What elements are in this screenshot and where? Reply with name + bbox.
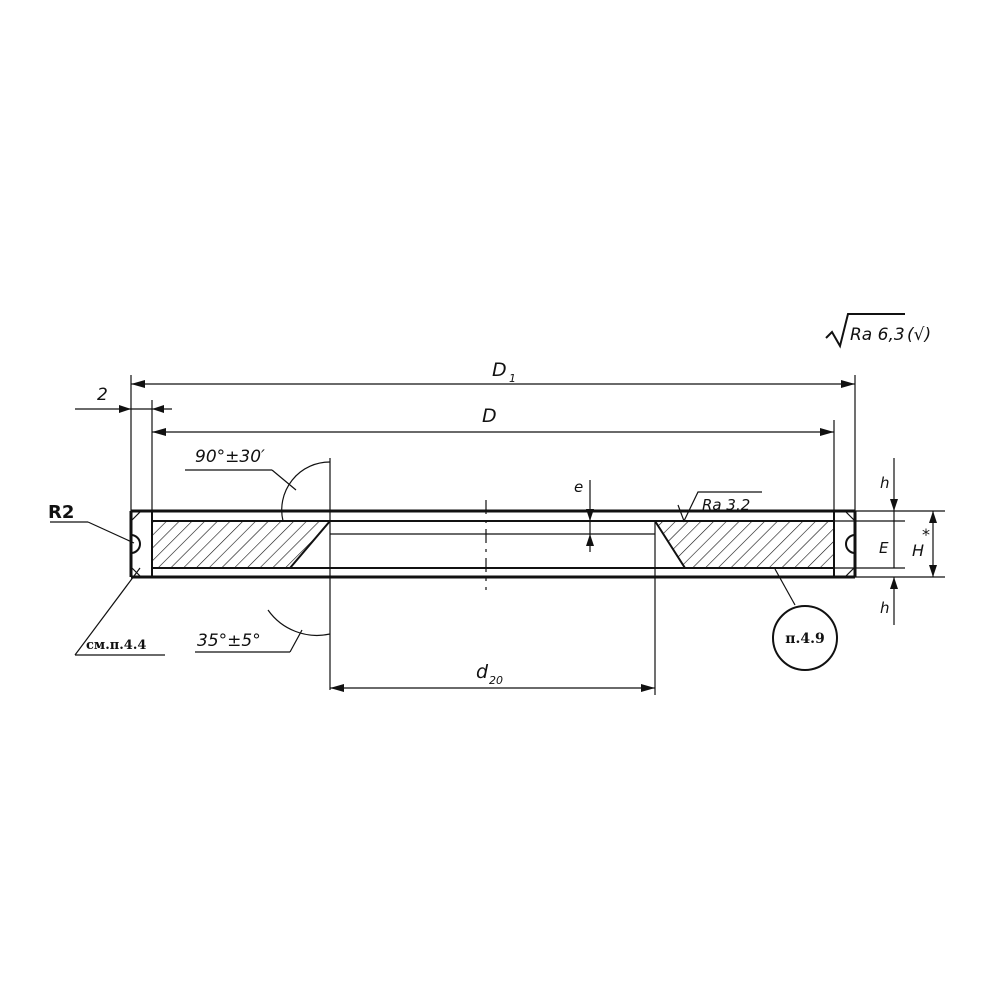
- bore-diameter-dimension: d 20: [330, 521, 656, 695]
- right-hatched-section: [653, 520, 835, 569]
- note-circle-callout: п.4.9: [772, 568, 838, 671]
- radius-label: R2: [48, 502, 74, 523]
- total-height-mark: *: [922, 525, 930, 544]
- right-r2-groove: [845, 534, 856, 554]
- general-roughness-symbol: Ra 6,3 (√): [825, 313, 931, 349]
- upper-angle-callout: 90°±30′: [185, 447, 331, 690]
- bore-diameter-sub: 20: [489, 674, 503, 687]
- bore-diameter-label: d: [476, 661, 489, 683]
- outer-diameter-label: D: [492, 359, 507, 381]
- inner-diameter-dimension: D: [151, 400, 835, 511]
- top-step-height-label: h: [880, 474, 890, 492]
- groove-depth-label: e: [574, 478, 583, 496]
- lower-angle-callout: 35°±5°: [195, 609, 331, 653]
- total-height-label: H: [912, 541, 924, 560]
- face-roughness-symbol: Ra 3,2: [677, 491, 762, 523]
- general-roughness-value: Ra 6,3: [850, 325, 905, 345]
- groove-depth-dimension: e: [574, 478, 594, 552]
- inner-diameter-label: D: [482, 405, 497, 427]
- offset-dimension: 2: [75, 385, 172, 413]
- height-dimensions: h E h H *: [834, 458, 945, 625]
- lower-angle-label: 35°±5°: [197, 631, 261, 651]
- middle-thickness-label: E: [879, 539, 889, 557]
- see-note-label: см.п.4.4: [86, 638, 146, 653]
- offset-label: 2: [97, 385, 108, 405]
- face-roughness-value: Ra 3,2: [702, 496, 750, 514]
- outer-diameter-dimension: D 1: [130, 359, 856, 511]
- left-hatched-section: [151, 520, 333, 569]
- outer-diameter-sub: 1: [509, 372, 516, 385]
- see-note-callout: см.п.4.4: [74, 567, 165, 656]
- note-circle-label: п.4.9: [785, 631, 824, 647]
- bottom-step-height-label: h: [880, 599, 890, 617]
- radius-callout: R2: [48, 502, 135, 544]
- upper-angle-label: 90°±30′: [195, 447, 265, 467]
- left-r2-groove: [130, 534, 141, 554]
- general-roughness-suffix: (√): [907, 325, 931, 345]
